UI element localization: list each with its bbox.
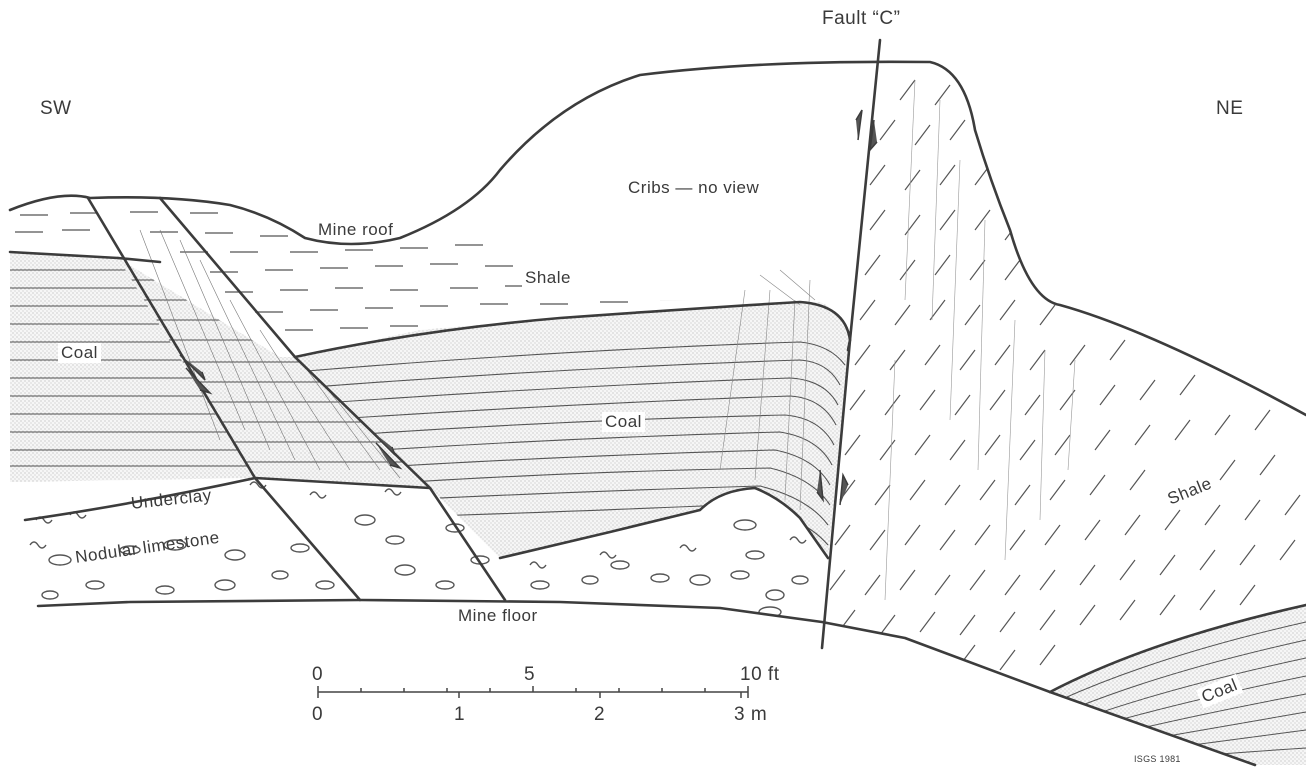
credit-label: ISGS 1981 — [1134, 754, 1181, 764]
cribs-label: Cribs — no view — [628, 178, 760, 197]
scale-bar — [317, 686, 749, 698]
small-fault-right — [158, 196, 507, 602]
coal-seam-center — [295, 269, 850, 560]
upper-shale-label: Shale — [522, 268, 574, 288]
fault-slip-arrows — [179, 109, 878, 506]
scale-m-0: 0 — [312, 704, 324, 725]
structural-outlines — [8, 38, 1306, 767]
coal-center-label: Coal — [602, 412, 645, 432]
scale-m-3: 3 m — [734, 704, 768, 725]
coal-seam-right — [1050, 605, 1306, 765]
sw-direction-label: SW — [40, 98, 72, 119]
mine-roof-line — [8, 60, 1306, 417]
small-fault-left — [86, 196, 362, 602]
ne-direction-label: NE — [1216, 98, 1244, 119]
fault-label: Fault “C” — [822, 8, 901, 29]
scale-m-2: 2 — [594, 704, 606, 725]
scale-ft-5: 5 — [524, 664, 536, 685]
mine-floor-line — [36, 598, 1257, 767]
mine-floor-label: Mine floor — [455, 606, 541, 626]
scale-m-1: 1 — [454, 704, 466, 725]
fault-c-line — [820, 38, 882, 650]
scale-ft-0: 0 — [312, 664, 324, 685]
mine-roof-label: Mine roof — [318, 220, 394, 239]
scale-ft-10: 10 ft — [740, 664, 780, 685]
coal-left-label: Coal — [58, 343, 101, 363]
